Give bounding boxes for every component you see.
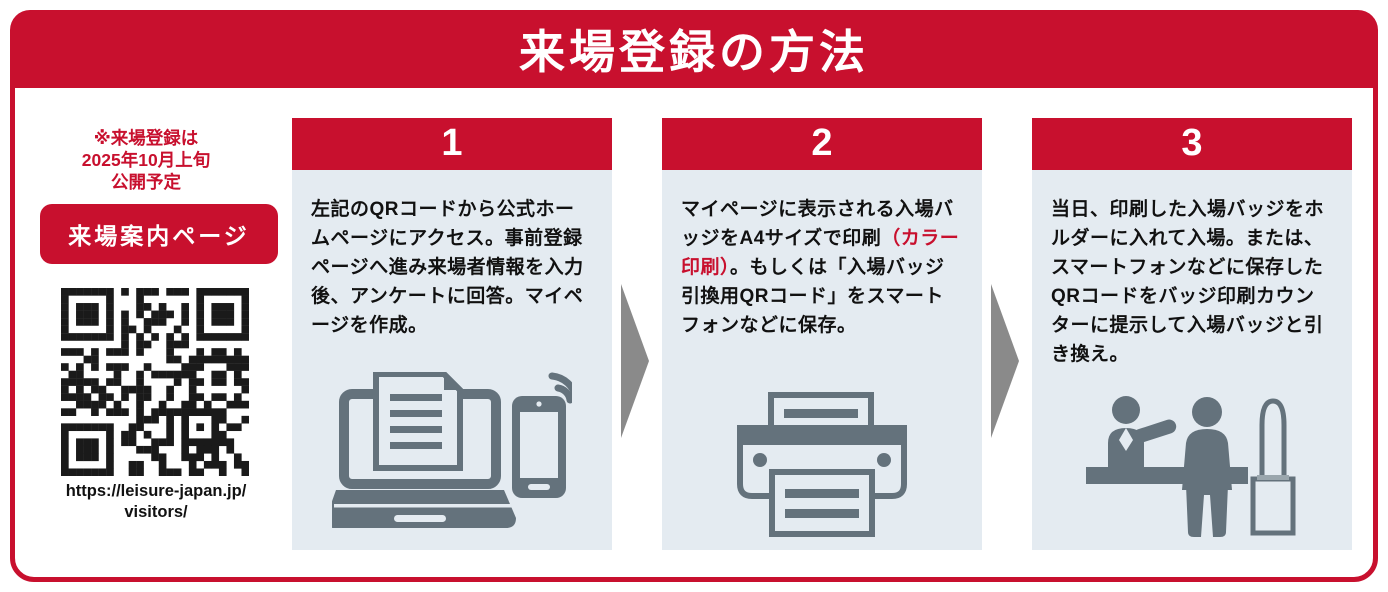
visitor-guide-button-label: 来場案内ページ — [68, 223, 250, 249]
arrow-right-icon — [991, 284, 1019, 438]
printer-icon — [737, 392, 907, 537]
visitor-icon — [1182, 397, 1232, 537]
step-3-text: 当日、印刷した入場バッジをホルダーに入れて入場。または、スマートフォンなどに保存… — [1051, 199, 1325, 365]
step-2-card: 2 マイページに表示される入場バッジをA4サイズで印刷（カラー印刷）。もしくは「… — [662, 118, 982, 550]
step-2-text-post: 。もしくは「入場バッジ引換用QRコード」をスマートフォンなどに保存。 — [681, 257, 945, 336]
step-2-text-highlight: （カラー印刷） — [681, 228, 960, 278]
notice-text: ※来場登録は 2025年10月上旬 公開予定 — [28, 127, 264, 193]
page-title: 来場登録の方法 — [519, 26, 869, 78]
qr-url-line: visitors/ — [124, 503, 188, 521]
arrow-right-icon — [621, 284, 649, 438]
step-2-text: マイページに表示される入場バッジをA4サイズで印刷（カラー印刷）。もしくは「入場… — [681, 195, 963, 340]
step-2-number-badge: 2 — [662, 118, 982, 170]
smartphone-icon — [512, 396, 566, 498]
visitor-guide-button[interactable]: 来場案内ページ — [40, 204, 278, 264]
qr-url-line: https://leisure-japan.jp/ — [65, 482, 247, 500]
step-1-text: 左記のQRコードから公式ホームページにアクセス。事前登録ページへ進み来場者情報を… — [311, 199, 584, 336]
notice-line: 2025年10月上旬 — [81, 150, 211, 170]
step-3-number-badge: 3 — [1032, 118, 1352, 170]
qr-code-image — [61, 288, 249, 476]
step-1-body: 左記のQRコードから公式ホームページにアクセス。事前登録ページへ進み来場者情報を… — [292, 170, 612, 550]
wifi-icon — [548, 372, 572, 404]
step-1-number-badge: 1 — [292, 118, 612, 170]
step-2-body: マイページに表示される入場バッジをA4サイズで印刷（カラー印刷）。もしくは「入場… — [662, 170, 982, 550]
reception-counter-icon — [1086, 396, 1296, 537]
notice-line: 公開予定 — [111, 172, 181, 192]
qr-code — [61, 288, 249, 476]
step-2-text-pre: マイページに表示される入場バッジをA4サイズで印刷 — [681, 199, 954, 249]
step-3-body: 当日、印刷した入場バッジをホルダーに入れて入場。または、スマートフォンなどに保存… — [1032, 170, 1352, 550]
header-bar: 来場登録の方法 — [10, 10, 1378, 88]
badge-holder-icon — [1250, 398, 1296, 536]
laptop-smartphone-icon — [332, 372, 572, 528]
step-3-card: 3 当日、印刷した入場バッジをホルダーに入れて入場。または、スマートフォンなどに… — [1032, 118, 1352, 550]
receptionist-icon — [1108, 396, 1177, 470]
document-icon — [373, 372, 463, 471]
qr-url: https://leisure-japan.jp/ visitors/ — [18, 481, 294, 523]
notice-line: ※来場登録は — [93, 128, 199, 148]
step-1-card: 1 左記のQRコードから公式ホームページにアクセス。事前登録ページへ進み来場者情… — [292, 118, 612, 550]
